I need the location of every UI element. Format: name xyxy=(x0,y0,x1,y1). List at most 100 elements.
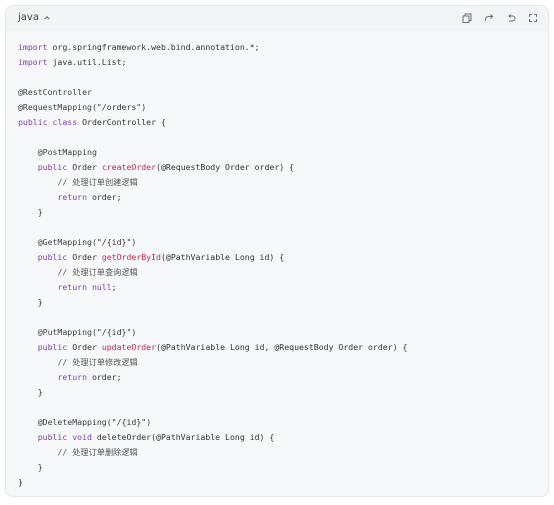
code-token xyxy=(18,162,38,172)
code-token xyxy=(18,237,38,247)
code-line: return order; xyxy=(18,190,538,205)
code-token xyxy=(18,342,38,352)
code-token: Order xyxy=(67,162,102,172)
code-token: @PostMapping xyxy=(37,147,97,157)
code-line: public Order getOrderById(@PathVariable … xyxy=(18,250,538,265)
code-token: ) xyxy=(141,102,147,112)
code-token: deleteOrder(@PathVariable Long id) { xyxy=(91,432,275,442)
code-line: import org.springframework.web.bind.anno… xyxy=(18,40,538,55)
code-line xyxy=(18,310,538,325)
code-token xyxy=(18,372,57,382)
code-token: public xyxy=(37,432,68,442)
code-line xyxy=(18,400,538,415)
code-line: @RequestMapping("/orders") xyxy=(18,100,538,115)
code-token: void xyxy=(72,432,92,442)
code-token xyxy=(18,447,57,457)
code-line: @RestController xyxy=(18,85,538,100)
code-block: java xyxy=(5,5,549,497)
language-label: java xyxy=(18,12,39,23)
code-token: @GetMapping( xyxy=(37,237,97,247)
code-content: import org.springframework.web.bind.anno… xyxy=(18,40,538,490)
code-token xyxy=(18,282,57,292)
code-line: @GetMapping("/{id}") xyxy=(18,235,538,250)
code-token: } xyxy=(18,462,43,472)
code-token: updateOrder xyxy=(101,342,157,352)
code-toolbar xyxy=(460,11,540,25)
code-token: import xyxy=(18,42,48,52)
code-line: } xyxy=(18,205,538,220)
code-token: java.util.List; xyxy=(47,57,127,67)
code-token: getOrderById xyxy=(101,252,161,262)
code-token: } xyxy=(18,207,43,217)
code-token: (@RequestBody Order order) { xyxy=(156,162,295,172)
code-line xyxy=(18,70,538,85)
code-line: @DeleteMapping("/{id}") xyxy=(18,415,538,430)
code-token xyxy=(18,417,38,427)
code-token: ) xyxy=(146,417,152,427)
code-line: // 处理订单删除逻辑 xyxy=(18,445,538,460)
code-line: // 处理订单查询逻辑 xyxy=(18,265,538,280)
code-token: Order xyxy=(67,342,102,352)
code-block-header: java xyxy=(6,6,548,31)
code-token: Order xyxy=(67,252,102,262)
code-token: // 处理订单删除逻辑 xyxy=(57,447,138,457)
code-token: return xyxy=(57,282,88,292)
code-token xyxy=(18,192,57,202)
code-token xyxy=(18,327,38,337)
undo-icon[interactable] xyxy=(504,11,518,25)
code-line: public void deleteOrder(@PathVariable Lo… xyxy=(18,430,538,445)
code-line xyxy=(18,220,538,235)
language-selector[interactable]: java xyxy=(18,12,51,23)
code-token: class xyxy=(52,117,78,127)
code-token: order; xyxy=(87,372,122,382)
code-token: } xyxy=(18,297,43,307)
code-token: // 处理订单修改逻辑 xyxy=(57,357,138,367)
code-token: ; xyxy=(111,282,117,292)
code-line: // 处理订单创建逻辑 xyxy=(18,175,538,190)
copy-icon[interactable] xyxy=(460,11,474,25)
code-line: } xyxy=(18,460,538,475)
share-icon[interactable] xyxy=(482,11,496,25)
code-token: // 处理订单查询逻辑 xyxy=(57,267,138,277)
code-token: @DeleteMapping( xyxy=(37,417,112,427)
code-token: "/{id}" xyxy=(111,417,147,427)
code-token xyxy=(18,432,38,442)
code-line xyxy=(18,130,538,145)
code-line: public Order createOrder(@RequestBody Or… xyxy=(18,160,538,175)
code-line: // 处理订单修改逻辑 xyxy=(18,355,538,370)
code-token: public xyxy=(37,252,68,262)
code-line: public class OrderController { xyxy=(18,115,538,130)
code-line: } xyxy=(18,475,538,490)
code-token: public xyxy=(18,117,48,127)
code-line: public Order updateOrder(@PathVariable L… xyxy=(18,340,538,355)
code-token: } xyxy=(18,387,43,397)
code-token: public xyxy=(37,162,68,172)
code-line: return null; xyxy=(18,280,538,295)
code-token xyxy=(18,267,57,277)
code-line: return order; xyxy=(18,370,538,385)
code-token: return xyxy=(57,192,88,202)
chevron-up-icon xyxy=(44,15,50,20)
expand-icon[interactable] xyxy=(526,11,540,25)
code-token: org.springframework.web.bind.annotation.… xyxy=(47,42,260,52)
code-token: "/{id}" xyxy=(96,327,132,337)
code-line: import java.util.List; xyxy=(18,55,538,70)
code-token xyxy=(18,357,57,367)
code-token: order; xyxy=(87,192,122,202)
code-token xyxy=(18,252,38,262)
code-token xyxy=(18,147,38,157)
code-line: } xyxy=(18,295,538,310)
code-line: } xyxy=(18,385,538,400)
code-token: @RequestMapping( xyxy=(18,102,97,112)
code-token: ) xyxy=(131,327,137,337)
code-token: null xyxy=(91,282,112,292)
code-token: "/orders" xyxy=(96,102,142,112)
code-token: (@PathVariable Long id, @RequestBody Ord… xyxy=(156,342,408,352)
code-token: @PutMapping( xyxy=(37,327,97,337)
code-token: @RestController xyxy=(18,87,92,97)
code-token: OrderController { xyxy=(77,117,166,127)
code-line: @PostMapping xyxy=(18,145,538,160)
code-token: // 处理订单创建逻辑 xyxy=(57,177,138,187)
code-token: (@PathVariable Long id) { xyxy=(160,252,285,262)
code-token: } xyxy=(18,477,23,487)
